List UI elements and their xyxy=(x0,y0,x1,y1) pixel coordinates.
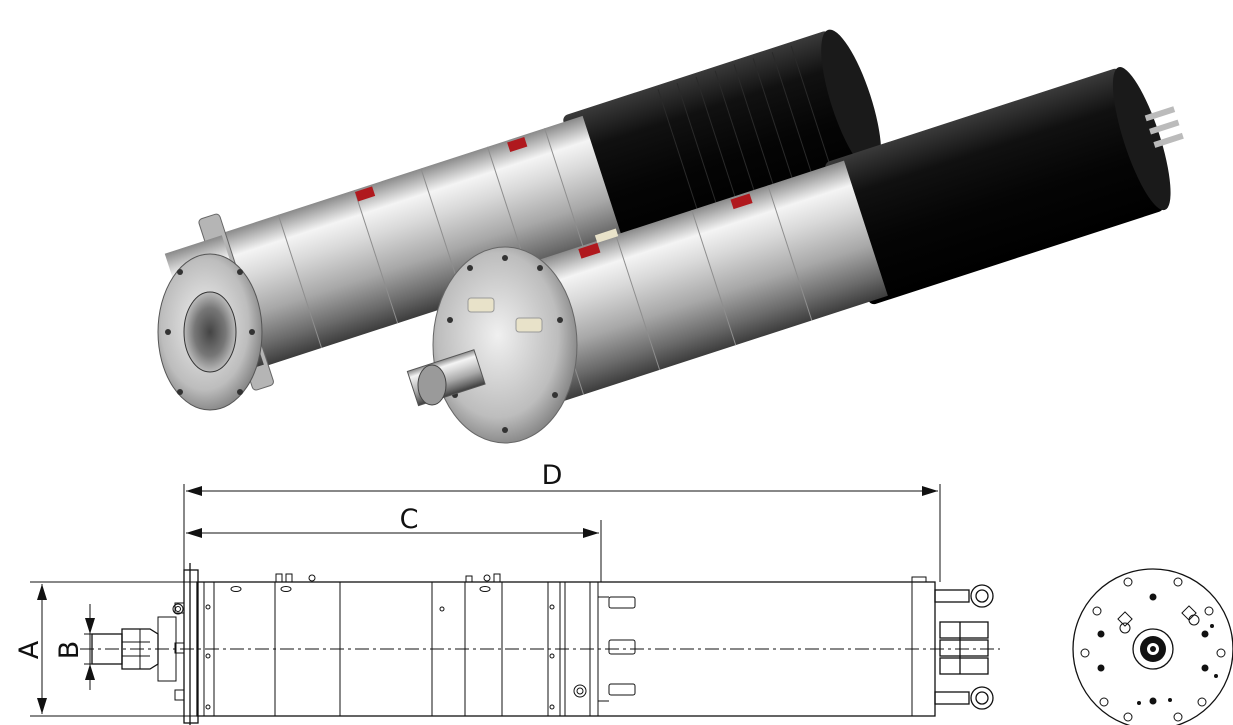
bore xyxy=(183,291,237,373)
spindle-render-right xyxy=(406,67,1184,444)
spindle-render-left xyxy=(157,29,882,411)
end-view-drawing xyxy=(1072,568,1233,725)
steel-body xyxy=(221,115,626,367)
flange-outline xyxy=(183,569,199,724)
dim-c-label: C xyxy=(400,504,419,535)
dim-b-label: B xyxy=(54,641,85,660)
dim-a-label: A xyxy=(14,640,45,659)
front-flange xyxy=(432,246,578,444)
spindle-body-outline xyxy=(196,581,936,717)
end-flange-circle xyxy=(1072,568,1233,725)
dim-d-label: D xyxy=(542,460,563,491)
black-motor-housing xyxy=(825,68,1164,305)
side-view-drawing: A B C D xyxy=(14,460,1000,725)
